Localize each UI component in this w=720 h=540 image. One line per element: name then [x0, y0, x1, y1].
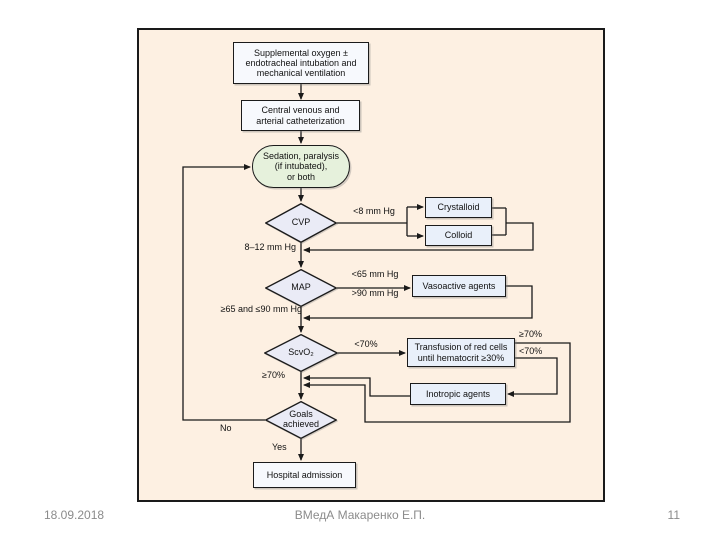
edge-label-scvo2-low: <70% — [354, 339, 378, 349]
edge-label-scvo2-target: ≥70% — [262, 370, 285, 380]
node-sedation: Sedation, paralysis (if intubated), or b… — [252, 145, 350, 188]
node-vasoactive-agents: Vasoactive agents — [412, 275, 506, 297]
edge-label-map-high: >90 mm Hg — [351, 288, 399, 298]
cvp-label: CVP — [291, 217, 311, 228]
edge-label-cvp-target: 8–12 mm Hg — [244, 242, 296, 252]
flowchart-canvas — [137, 28, 605, 502]
node-colloid: Colloid — [425, 225, 492, 246]
edge-label-transfusion-ok: ≥70% — [519, 329, 542, 339]
edge-label-transfusion-low: <70% — [519, 346, 543, 356]
node-catheterization: Central venous and arterial catheterizat… — [241, 100, 360, 131]
node-cvp-decision: CVP — [265, 203, 337, 243]
map-diamond-shape — [265, 269, 337, 307]
edge-label-yes: Yes — [272, 442, 287, 452]
node-hospital-admission: Hospital admission — [253, 462, 356, 488]
node-scvo2-decision: ScvO₂ — [264, 334, 338, 372]
map-label: MAP — [291, 282, 311, 293]
node-supplemental-oxygen: Supplemental oxygen ± endotracheal intub… — [233, 42, 369, 84]
goals-label: Goals achieved — [282, 409, 320, 429]
footer-date: 18.09.2018 — [44, 508, 105, 522]
edge-label-cvp-low: <8 mm Hg — [353, 206, 395, 216]
footer-author: ВМедА Макаренко Е.П. — [294, 508, 426, 522]
edge-label-no: No — [220, 423, 232, 433]
node-crystalloid: Crystalloid — [425, 197, 492, 218]
scvo2-label: ScvO₂ — [288, 347, 314, 358]
goals-diamond-shape — [265, 401, 337, 439]
edge-label-map-low: <65 mm Hg — [351, 269, 399, 279]
node-map-decision: MAP — [265, 269, 337, 307]
node-goals-decision: Goals achieved — [265, 401, 337, 439]
node-inotropic-agents: Inotropic agents — [410, 383, 506, 405]
edge-label-map-target: ≥65 and ≤90 mm Hg — [220, 304, 302, 314]
cvp-diamond-shape — [265, 203, 337, 243]
scvo2-diamond-shape — [264, 334, 338, 372]
node-transfusion: Transfusion of red cells until hematocri… — [407, 338, 515, 367]
footer-page-number: 11 — [667, 508, 680, 522]
